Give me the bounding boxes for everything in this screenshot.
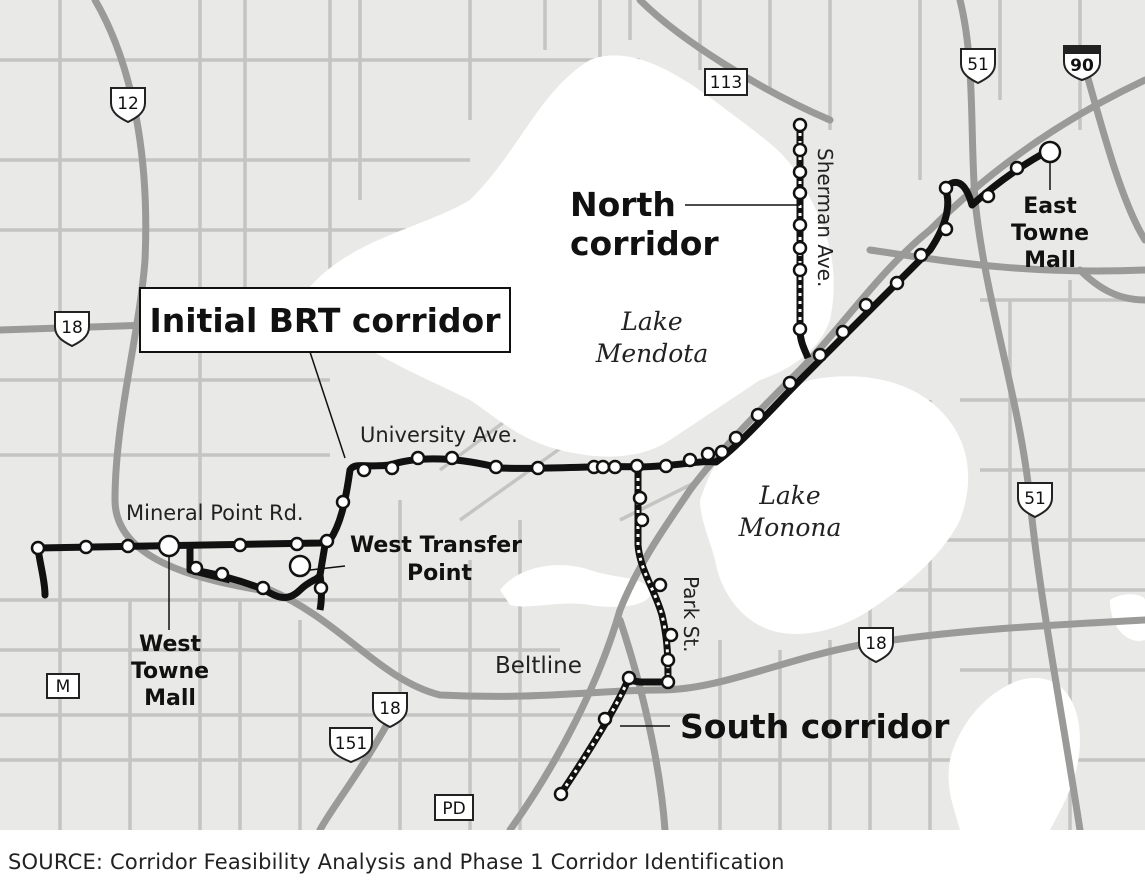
mineral-point-rd-label: Mineral Point Rd.: [126, 501, 304, 525]
university-ave-label: University Ave.: [360, 423, 518, 447]
route-113-marker-icon: 113: [704, 68, 748, 96]
svg-text:12: 12: [117, 94, 139, 114]
us-18-shield-icon: 18: [54, 311, 90, 348]
west-towne-mall-hub: [157, 534, 181, 558]
us-18-shield-icon: 18: [858, 627, 894, 664]
beltline-label: Beltline: [495, 653, 582, 679]
lake-waubesa: [948, 678, 1080, 830]
us-12-shield-icon: 12: [110, 87, 146, 124]
us-151-shield-icon: 151: [329, 727, 373, 764]
svg-text:51: 51: [1024, 489, 1046, 509]
svg-text:151: 151: [335, 734, 367, 754]
source-note: SOURCE: Corridor Feasibility Analysis an…: [8, 850, 785, 874]
east-towne-label-2: Towne: [1011, 221, 1089, 246]
lake-mendota-label-1: Lake: [620, 307, 682, 336]
lake-monona-label-1: Lake: [758, 481, 820, 510]
us-18-shield-icon: 18: [372, 692, 408, 729]
svg-text:PD: PD: [442, 799, 465, 819]
svg-text:18: 18: [61, 318, 83, 338]
north-corridor-label-1: North: [570, 185, 676, 224]
route-pd-marker-icon: PD: [434, 794, 474, 821]
west-transfer-label-2: Point: [407, 561, 472, 586]
svg-text:51: 51: [967, 55, 989, 75]
brt-corridor-map: Initial BRT corridor North corridor Sout…: [0, 0, 1145, 830]
us-51-shield-icon: 51: [960, 48, 996, 85]
lake-monona-label-2: Monona: [738, 513, 842, 542]
lake-mendota: [300, 55, 834, 457]
west-towne-label-3: Mall: [144, 686, 196, 711]
west-towne-label-1: West: [139, 632, 201, 657]
lake-mendota-label-2: Mendota: [595, 339, 709, 368]
north-corridor-label-2: corridor: [570, 224, 719, 263]
route-m-marker-icon: M: [46, 673, 80, 699]
interstate-90-shield-icon: 90: [1063, 45, 1101, 82]
svg-text:90: 90: [1070, 56, 1094, 76]
lake-monona: [700, 376, 969, 634]
lake-wingra: [500, 565, 651, 607]
south-corridor-label: South corridor: [680, 707, 950, 746]
south-corridor-dash: [558, 470, 670, 796]
svg-text:18: 18: [865, 634, 887, 654]
park-st-label: Park St.: [679, 576, 703, 652]
svg-text:113: 113: [710, 73, 742, 93]
east-towne-label-3: Mall: [1024, 248, 1076, 273]
west-towne-label-2: Towne: [131, 659, 209, 684]
initial-brt-label-box: [139, 287, 511, 353]
svg-text:M: M: [56, 677, 71, 697]
west-transfer-label-1: West Transfer: [350, 533, 522, 558]
leader-lines: [168, 162, 1051, 727]
sherman-ave-label: Sherman Ave.: [813, 148, 837, 287]
initial-brt-label: Initial BRT corridor: [150, 301, 502, 340]
us-51-shield-icon: 51: [1017, 482, 1053, 519]
brt-stops: [30, 117, 1025, 802]
svg-text:18: 18: [379, 699, 401, 719]
east-towne-label-1: East: [1023, 194, 1077, 219]
west-transfer-point-hub: [288, 554, 312, 578]
east-towne-mall-hub: [1038, 140, 1062, 164]
